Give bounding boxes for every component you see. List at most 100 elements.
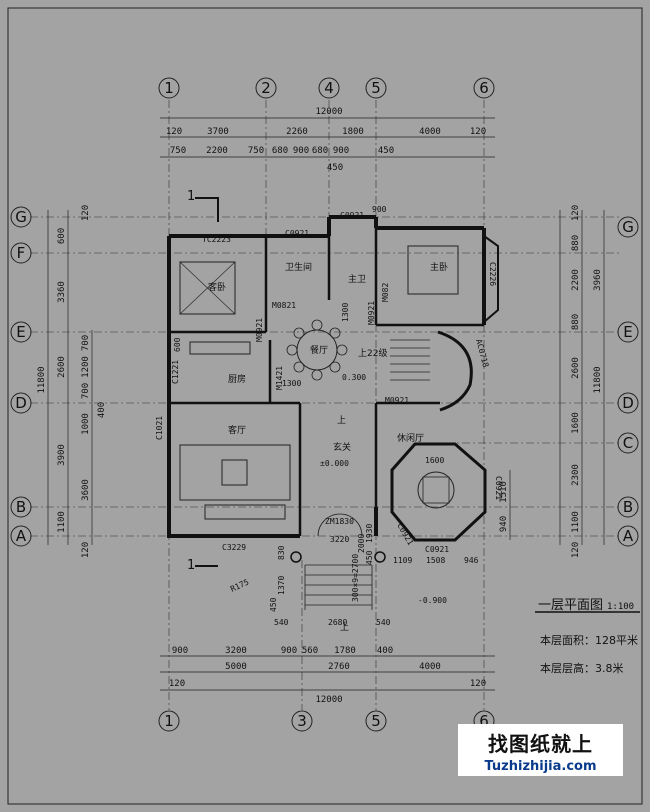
plan-title: 一层平面图	[538, 598, 603, 613]
svg-text:3200: 3200	[225, 646, 247, 656]
svg-text:-0.900: -0.900	[418, 596, 447, 605]
column-left	[290, 551, 302, 563]
svg-text:C2226: C2226	[488, 262, 497, 286]
svg-text:5000: 5000	[225, 662, 247, 672]
svg-text:M0921: M0921	[385, 396, 409, 405]
axis-label: C	[623, 434, 633, 452]
axis-label: 5	[371, 712, 381, 730]
misc-dimensions: 1300 1300 900 600 0.300 ±0.000 -0.900 32…	[173, 205, 479, 627]
entrance-steps	[304, 564, 373, 610]
svg-text:680: 680	[272, 146, 288, 156]
room-label-lounge: 休闲厅	[397, 432, 424, 444]
svg-text:540: 540	[376, 618, 391, 627]
label-up: 上	[337, 415, 346, 426]
axis-label: 1	[164, 712, 174, 730]
svg-text:120: 120	[81, 542, 91, 558]
axis-grid	[30, 100, 620, 710]
drawing-frame	[7, 7, 643, 805]
svg-text:880: 880	[571, 235, 581, 251]
room-label-foyer: 玄关	[333, 441, 351, 453]
axis-label: 6	[479, 712, 489, 730]
axis-bubbles-bottom: 1 3 5 6	[158, 710, 495, 732]
svg-text:2600: 2600	[571, 357, 581, 379]
svg-text:120: 120	[81, 205, 91, 221]
svg-text:AC0718: AC0718	[474, 338, 490, 368]
section-mark-top	[195, 197, 219, 222]
label-up22: 上22级	[358, 347, 387, 359]
svg-text:120: 120	[571, 542, 581, 558]
svg-text:1300: 1300	[341, 303, 350, 322]
svg-text:120: 120	[169, 679, 185, 689]
svg-text:12000: 12000	[315, 695, 342, 705]
staircase	[390, 339, 430, 381]
dim-left-total: 11800	[37, 366, 47, 393]
svg-text:1000: 1000	[81, 413, 91, 435]
axis-label: G	[622, 218, 634, 236]
axis-label: G	[15, 208, 27, 226]
axis-bubbles-top: 1 2 4 5 6	[158, 77, 495, 99]
bay-window	[483, 235, 499, 323]
svg-text:450: 450	[327, 163, 343, 173]
svg-text:M0821: M0821	[272, 301, 296, 310]
svg-text:1508: 1508	[426, 556, 445, 565]
svg-text:120: 120	[571, 205, 581, 221]
kitchen-counter	[189, 341, 251, 355]
room-label-living: 客厅	[228, 424, 246, 436]
svg-text:C1221: C1221	[171, 360, 180, 384]
column-right	[374, 551, 386, 563]
svg-text:680: 680	[312, 146, 328, 156]
front-door-swing	[339, 513, 363, 537]
svg-text:946: 946	[464, 556, 479, 565]
section-label: 1	[187, 189, 195, 204]
room-label-master: 主卧	[430, 261, 448, 273]
svg-text:900: 900	[372, 205, 387, 214]
plan-height: 本层层高：3.8米	[540, 661, 624, 675]
axis-label: E	[16, 323, 25, 341]
svg-text:C0921: C0921	[285, 229, 309, 238]
dim-left-mid: 3360 2600 3900 1100	[57, 281, 67, 533]
dim-bottom-row1: 900 3200 900 560 1780 400	[172, 646, 393, 656]
sofa	[204, 504, 286, 520]
watermark-line2: Tuzhizhijia.com	[484, 759, 597, 774]
svg-text:1800: 1800	[342, 127, 364, 137]
room-label-bedroom: 客卧	[208, 281, 226, 293]
svg-text:2600: 2600	[57, 356, 67, 378]
dim-bottom-row3: 120 120 12000	[169, 679, 486, 705]
svg-text:2260: 2260	[286, 127, 308, 137]
svg-text:1600: 1600	[571, 412, 581, 434]
svg-text:940: 940	[499, 516, 509, 532]
svg-text:750: 750	[248, 146, 264, 156]
svg-text:2000: 2000	[357, 534, 366, 553]
svg-text:1600: 1600	[425, 456, 444, 465]
svg-text:C0921: C0921	[340, 211, 364, 220]
svg-text:560: 560	[302, 646, 318, 656]
plan-scale: 1:100	[607, 602, 634, 612]
dim-right-mid: 880 2200 880 2600 1600 2300 1100 120 120	[571, 205, 581, 558]
svg-text:3220: 3220	[330, 535, 349, 544]
axis-label: 5	[371, 79, 381, 97]
axis-label: 3	[297, 712, 307, 730]
svg-text:M0921: M0921	[255, 318, 264, 342]
front-door-swing	[317, 513, 341, 537]
axis-label: D	[622, 394, 634, 412]
svg-text:600: 600	[57, 228, 67, 244]
curved-wall	[437, 330, 473, 412]
svg-text:TC2223: TC2223	[202, 235, 231, 244]
svg-text:M082: M082	[381, 283, 390, 302]
axis-bubbles-right: G E D C B A	[617, 216, 639, 547]
svg-text:ZM1830: ZM1830	[325, 517, 354, 526]
axis-label: D	[15, 394, 27, 412]
room-label-dining: 餐厅	[310, 344, 328, 356]
svg-text:600: 600	[173, 337, 182, 352]
svg-text:2760: 2760	[328, 662, 350, 672]
svg-text:C0921: C0921	[425, 545, 449, 554]
svg-text:1930: 1930	[365, 524, 374, 543]
svg-text:3600: 3600	[81, 479, 91, 501]
svg-text:M1421: M1421	[275, 366, 284, 390]
svg-text:900: 900	[333, 146, 349, 156]
svg-text:1109: 1109	[393, 556, 412, 565]
svg-text:2200: 2200	[571, 269, 581, 291]
dim-top-row1: 120 3700 2260 1800 4000 120	[166, 127, 486, 137]
svg-text:1510: 1510	[499, 481, 509, 503]
axis-label: A	[16, 527, 27, 545]
